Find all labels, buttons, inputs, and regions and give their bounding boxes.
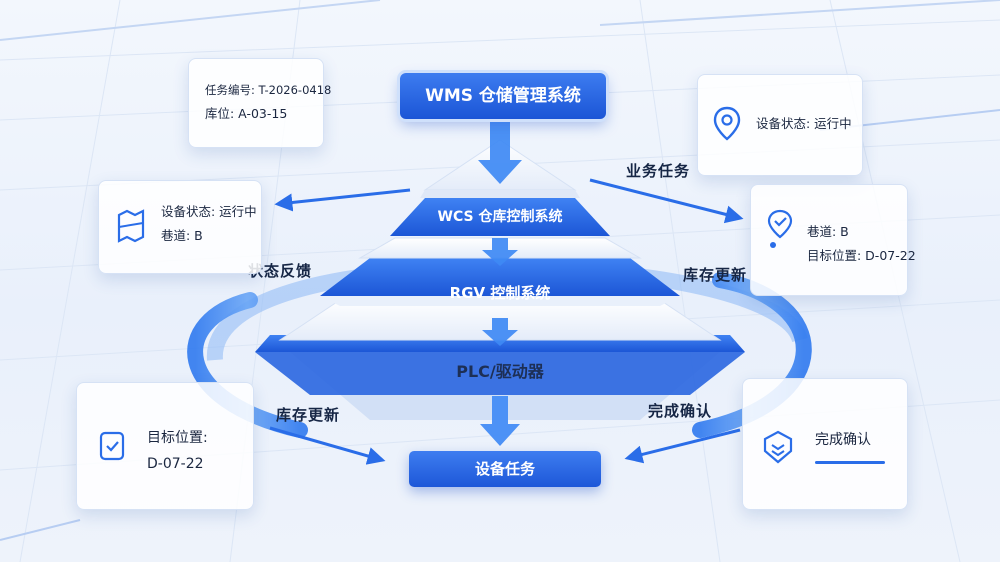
device-status-card-left: 设备状态: 运行中 巷道: B <box>98 180 262 274</box>
lane-text-right: 巷道: B <box>807 224 849 239</box>
shield-layers-icon <box>763 430 793 464</box>
arrow-completion-confirm <box>624 428 741 464</box>
storage-location-text: 库位: A-03-15 <box>205 106 288 121</box>
cycle-ring-left <box>187 292 308 438</box>
label-inventory-update-left: 库存更新 <box>276 406 341 424</box>
task-number-text: 任务编号: T-2026-0418 <box>205 83 332 97</box>
location-pin-icon <box>713 106 741 141</box>
label-inventory-update-right: 库存更新 <box>683 266 748 284</box>
target-position-text-right: 目标位置: D-07-22 <box>807 248 916 263</box>
location-check-icon <box>767 209 793 248</box>
completion-confirm-card: 完成确认 <box>742 378 908 510</box>
device-task-box: 设备任务 <box>409 451 601 487</box>
layer-rgv <box>320 258 680 296</box>
layer-wcs-label: WCS 仓库控制系统 <box>437 209 563 225</box>
device-status-card-right: 设备状态: 运行中 <box>697 74 863 176</box>
layer-wcs <box>390 198 610 236</box>
layer-rgv-label: RGV 控制系统 <box>449 284 551 302</box>
layer-plc-label: PLC/驱动器 <box>456 362 544 381</box>
arrow-inventory-left <box>269 426 386 465</box>
base-plate-front <box>255 352 745 395</box>
lane-text-left: 巷道: B <box>161 228 203 243</box>
arrow-business-task <box>589 178 744 224</box>
target-position-label-left: 目标位置: <box>147 430 208 446</box>
completion-progress-line <box>815 461 885 464</box>
down-arrows <box>478 122 522 446</box>
label-business-task: 业务任务 <box>626 162 691 180</box>
lane-target-card: 巷道: B 目标位置: D-07-22 <box>750 184 916 296</box>
label-completion-confirm: 完成确认 <box>648 402 713 420</box>
wms-system-box: WMS 仓储管理系统 <box>400 73 606 119</box>
target-position-card: 目标位置: D-07-22 <box>76 382 254 510</box>
task-info-card: 任务编号: T-2026-0418 库位: A-03-15 <box>188 58 331 148</box>
device-status-text-right: 设备状态: 运行中 <box>756 116 852 131</box>
map-fold-icon <box>117 209 145 243</box>
label-status-feedback: 状态反馈 <box>248 262 313 280</box>
arrow-status-feedback <box>274 188 411 212</box>
clipboard-check-icon <box>99 431 125 461</box>
device-status-text-left: 设备状态: 运行中 <box>161 204 257 219</box>
target-position-value-left: D-07-22 <box>147 456 204 472</box>
completion-confirm-text: 完成确认 <box>815 432 871 448</box>
